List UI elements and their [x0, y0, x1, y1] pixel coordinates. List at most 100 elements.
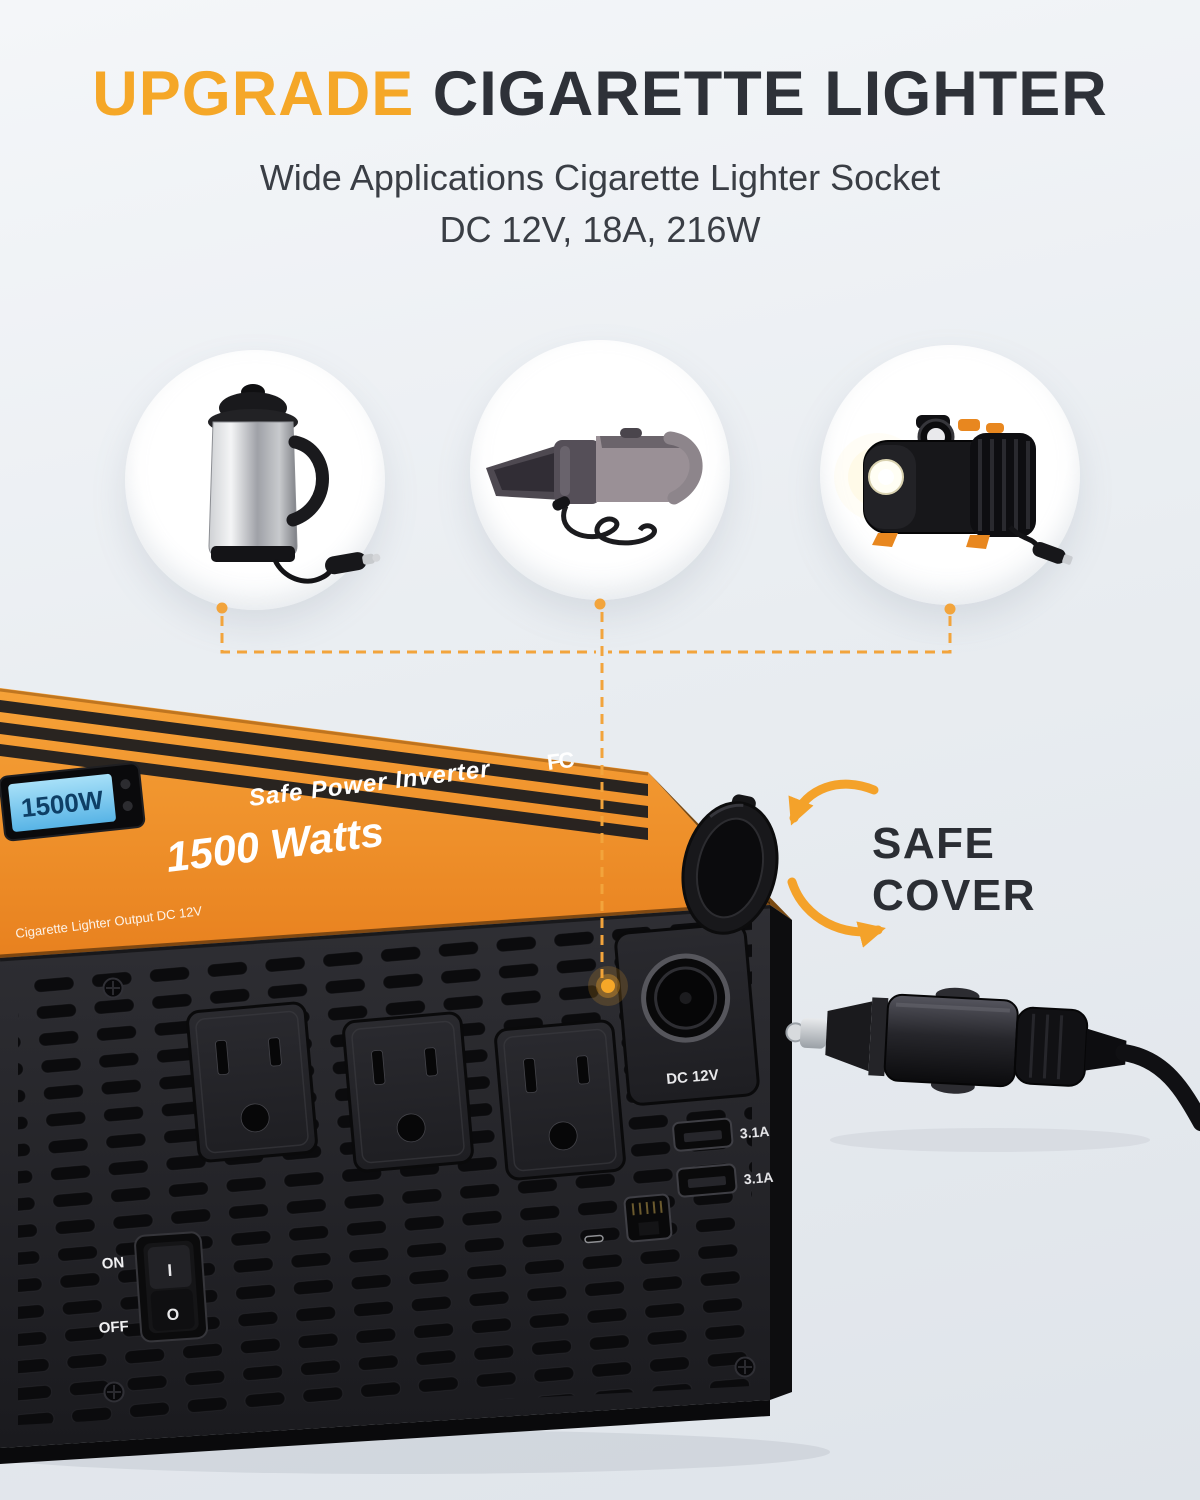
ac-outlet-1: [186, 1001, 318, 1163]
switch-i-mark: I: [167, 1261, 173, 1280]
subtitle-line-1: Wide Applications Cigarette Lighter Sock…: [259, 157, 941, 198]
lcd-button-2: [122, 800, 133, 811]
heatsink-groove-1: [0, 700, 648, 796]
vacuum-cup-highlight: [560, 446, 570, 496]
rotate-arrow-top: [788, 779, 879, 826]
cigarette-lighter-socket: DC 12V: [614, 922, 760, 1106]
switch-o-mark: O: [166, 1306, 180, 1324]
vacuum-button: [620, 428, 642, 438]
top-edge-line: [0, 688, 649, 776]
vacuum-plug: [552, 496, 571, 511]
headlight-core: [878, 469, 894, 485]
socket-label: DC 12V: [666, 1067, 720, 1089]
outlet-slot-neutral: [523, 1057, 538, 1094]
plug-rear-cap: [1013, 1006, 1089, 1087]
outlet-ground-hole: [548, 1121, 578, 1151]
safe-cover-line-2: COVER: [872, 870, 1036, 920]
connector-dot-middle: [594, 598, 606, 610]
rj45-port: [623, 1193, 673, 1243]
bubble-electric-kettle: [125, 350, 385, 610]
kettle-car-plug: [325, 552, 381, 575]
connector-right: [608, 616, 952, 654]
lcd-display: 1500W: [0, 762, 146, 842]
usb-label-1: 3.1A: [739, 1123, 770, 1142]
outlet-slot-hot: [268, 1037, 282, 1067]
electric-kettle-illustration: [208, 384, 381, 584]
title-highlight: UPGRADE: [92, 59, 415, 129]
heatsink-groove-3: [0, 744, 648, 840]
bubble-handheld-vacuum: [470, 340, 730, 600]
switch-label-on: ON: [101, 1254, 125, 1273]
fcc-mark: FC: [546, 747, 576, 775]
plug-highlight: [895, 1002, 1010, 1013]
outlet-slot-hot: [576, 1055, 590, 1085]
cover-highlight: [709, 803, 744, 818]
outlet-slot-neutral: [371, 1049, 386, 1086]
plug-cone: [825, 1001, 873, 1072]
safe-cover-line-1: SAFE: [872, 819, 996, 868]
cover-inner: [696, 817, 764, 919]
inflator-foot-1: [872, 533, 898, 547]
plug-front-ring: [868, 997, 889, 1077]
power-switch: ON OFF I O: [98, 1231, 209, 1343]
outlet-slot-hot: [424, 1047, 438, 1077]
bottom-rim: [0, 1400, 770, 1464]
right-side-face: [770, 905, 792, 1400]
connector-dot-right: [944, 603, 956, 615]
rj45-pins: [631, 1200, 663, 1216]
plug-rear-ribs: [1028, 1013, 1064, 1080]
lcd-screen: [8, 773, 116, 832]
safe-cover-callout: SAFE COVER: [872, 818, 1036, 922]
inflator-button-1: [958, 419, 980, 431]
connector-left: [220, 616, 596, 654]
page-title: UPGRADE CIGARETTE LIGHTER: [0, 58, 1200, 130]
kettle-handle: [286, 435, 329, 527]
socket-contact: [679, 992, 692, 1005]
screw: [734, 1356, 756, 1378]
outlet-slot-neutral: [215, 1039, 230, 1076]
switch-rocker-top: [147, 1244, 192, 1289]
screw: [103, 1381, 125, 1403]
subtitle-line-2: DC 12V, 18A, 216W: [439, 209, 761, 251]
lcd-button-1: [120, 779, 131, 790]
page-subtitle: Wide Applications Cigarette Lighter Sock…: [0, 152, 1200, 256]
plug-shadow: [830, 1128, 1150, 1152]
ac-outlet-2: [342, 1011, 474, 1173]
vacuum-handle: [663, 431, 703, 505]
bubble-tire-inflator: [820, 345, 1080, 605]
connector-dot-left: [216, 602, 228, 614]
safe-cover-arrows: [787, 779, 886, 948]
plug-cable: [1115, 1044, 1200, 1132]
inflator-foot-2: [966, 535, 990, 549]
flip-cover: [681, 794, 779, 935]
usb-label-2: 3.1A: [743, 1169, 774, 1188]
kettle-base: [211, 546, 295, 562]
usb-tongue-2: [687, 1176, 727, 1189]
vacuum-cord: [561, 504, 657, 546]
tire-inflator-illustration: [834, 415, 1073, 565]
vacuum-nozzle-shade: [494, 452, 558, 492]
usb-module: 3.1A 3.1A: [672, 1117, 774, 1198]
power-inverter: 1500W Safe Power Inverter FC 1500 Watts …: [0, 688, 792, 1464]
switch-label-off: OFF: [98, 1318, 129, 1337]
inflator-button-2: [986, 423, 1004, 433]
usb-tongue-1: [683, 1130, 723, 1143]
dashed-connectors: [220, 612, 952, 978]
ac-outlet-3: [494, 1019, 626, 1181]
inflator-plug: [1032, 541, 1073, 565]
cable-boot: [1084, 1028, 1127, 1071]
rj45-clip-slot: [638, 1221, 660, 1236]
socket-highlight-dot: [588, 966, 628, 1006]
handheld-vacuum-illustration: [486, 428, 703, 546]
front-top-edge-shadow: [0, 901, 771, 962]
panel-screws: [102, 977, 756, 1403]
screw: [102, 977, 124, 999]
cigarette-lighter-plug: [785, 987, 1200, 1132]
heatsink-groove-2: [0, 722, 648, 818]
title-rest: CIGARETTE LIGHTER: [414, 59, 1108, 129]
rotate-arrow-bottom: [787, 877, 886, 948]
switch-rocker-bottom: [150, 1288, 195, 1331]
plug-tip-collar: [799, 1017, 827, 1049]
